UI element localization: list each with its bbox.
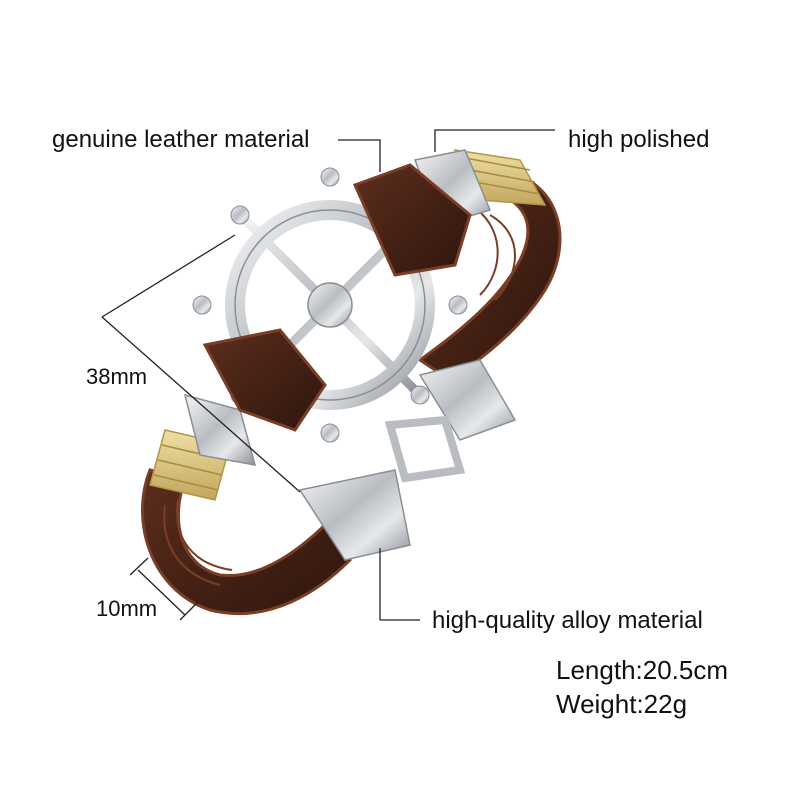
diameter-label: 38mm	[86, 364, 148, 389]
metal-tube-bottom	[183, 393, 257, 466]
length-spec: Length:20.5cm	[556, 655, 729, 685]
polished-label: high polished	[568, 126, 710, 153]
width-label: 10mm	[96, 596, 158, 621]
leather-strap-top	[352, 163, 472, 277]
annotation-lines	[101, 129, 555, 621]
alloy-clasp	[298, 359, 517, 561]
leather-label: genuine leather material	[52, 126, 310, 153]
alloy-label: high-quality alloy material	[432, 607, 703, 634]
leather-strap-bottom	[202, 328, 327, 432]
ship-wheel-charm	[192, 167, 468, 443]
weight-spec: Weight:22g	[556, 689, 688, 719]
leather-band	[141, 168, 562, 616]
